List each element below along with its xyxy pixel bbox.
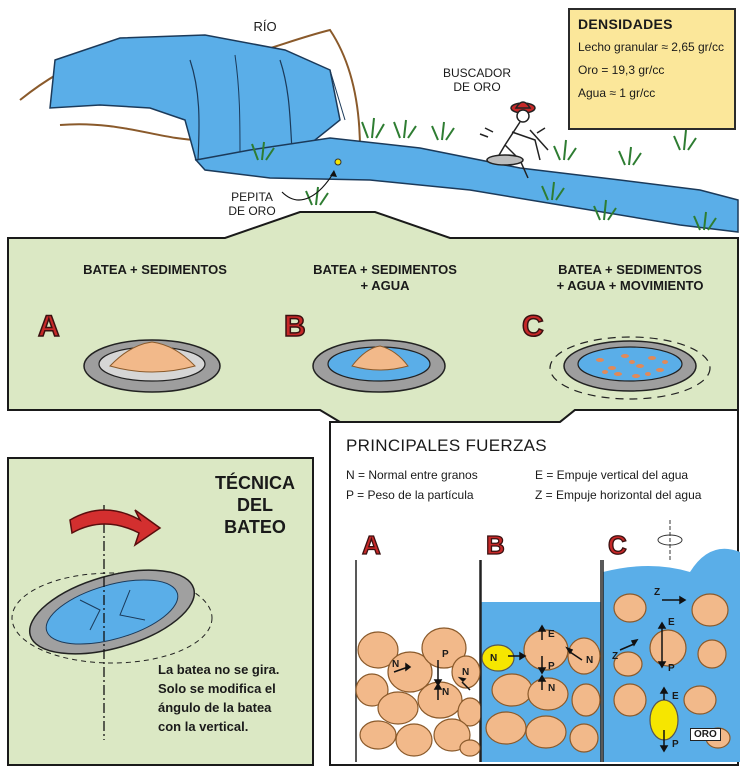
gold-nugget xyxy=(335,159,341,165)
gold-tag: ORO xyxy=(690,728,721,741)
density-gold: Oro = 19,3 gr/cc xyxy=(578,63,726,77)
prospector-label: BUSCADOR DE ORO xyxy=(432,66,522,94)
step-b-title: BATEA + SEDIMENTOS + AGUA xyxy=(300,262,470,294)
force-label-p: P xyxy=(668,662,675,676)
river-label: RÍO xyxy=(245,20,285,34)
forces-letter-a: A xyxy=(362,530,381,561)
river-upper xyxy=(50,35,345,160)
force-label-p: P xyxy=(442,648,449,662)
force-label-z: Z xyxy=(654,586,660,600)
step-c-letter: C xyxy=(522,310,544,344)
forces-legend-n: N = Normal entre granos xyxy=(346,466,478,484)
step-a-title: BATEA + SEDIMENTOS xyxy=(70,262,240,278)
force-label-e: E xyxy=(672,690,679,704)
force-label-e: E xyxy=(548,628,555,642)
force-label-n: N xyxy=(490,652,497,666)
step-b-letter: B xyxy=(284,310,306,344)
forces-legend-z: Z = Empuje horizontal del agua xyxy=(535,486,701,504)
forces-legend-p: P = Peso de la partícula xyxy=(346,486,474,504)
technique-note: La batea no se gira. Solo se modifica el… xyxy=(158,660,308,736)
pan-a xyxy=(84,340,220,392)
force-label-z: Z xyxy=(612,650,618,664)
forces-letter-c: C xyxy=(608,530,627,561)
densities-title: DENSIDADES xyxy=(578,16,726,32)
force-label-n: N xyxy=(442,686,449,700)
technique-title: TÉCNICA DEL BATEO xyxy=(205,472,305,538)
step-c-title: BATEA + SEDIMENTOS + AGUA + MOVIMIENTO xyxy=(530,262,730,294)
force-label-n: N xyxy=(548,682,555,696)
force-label-n: N xyxy=(392,658,399,672)
density-bed: Lecho granular ≈ 2,65 gr/cc xyxy=(578,40,726,54)
forces-letter-b: B xyxy=(486,530,505,561)
force-label-p: P xyxy=(672,738,679,752)
force-label-e: E xyxy=(668,616,675,630)
force-label-n: N xyxy=(462,666,469,680)
nugget-label: PEPITA DE ORO xyxy=(222,190,282,218)
forces-legend-e: E = Empuje vertical del agua xyxy=(535,466,688,484)
step-a-letter: A xyxy=(38,310,60,344)
pan-b xyxy=(313,340,445,392)
force-label-n: N xyxy=(586,654,593,668)
density-water: Agua ≈ 1 gr/cc xyxy=(578,86,726,100)
forces-title: PRINCIPALES FUERZAS xyxy=(346,436,547,456)
force-label-p: P xyxy=(548,660,555,674)
forces-b-gold xyxy=(482,645,514,671)
densities-box: DENSIDADES Lecho granular ≈ 2,65 gr/cc O… xyxy=(568,8,736,130)
